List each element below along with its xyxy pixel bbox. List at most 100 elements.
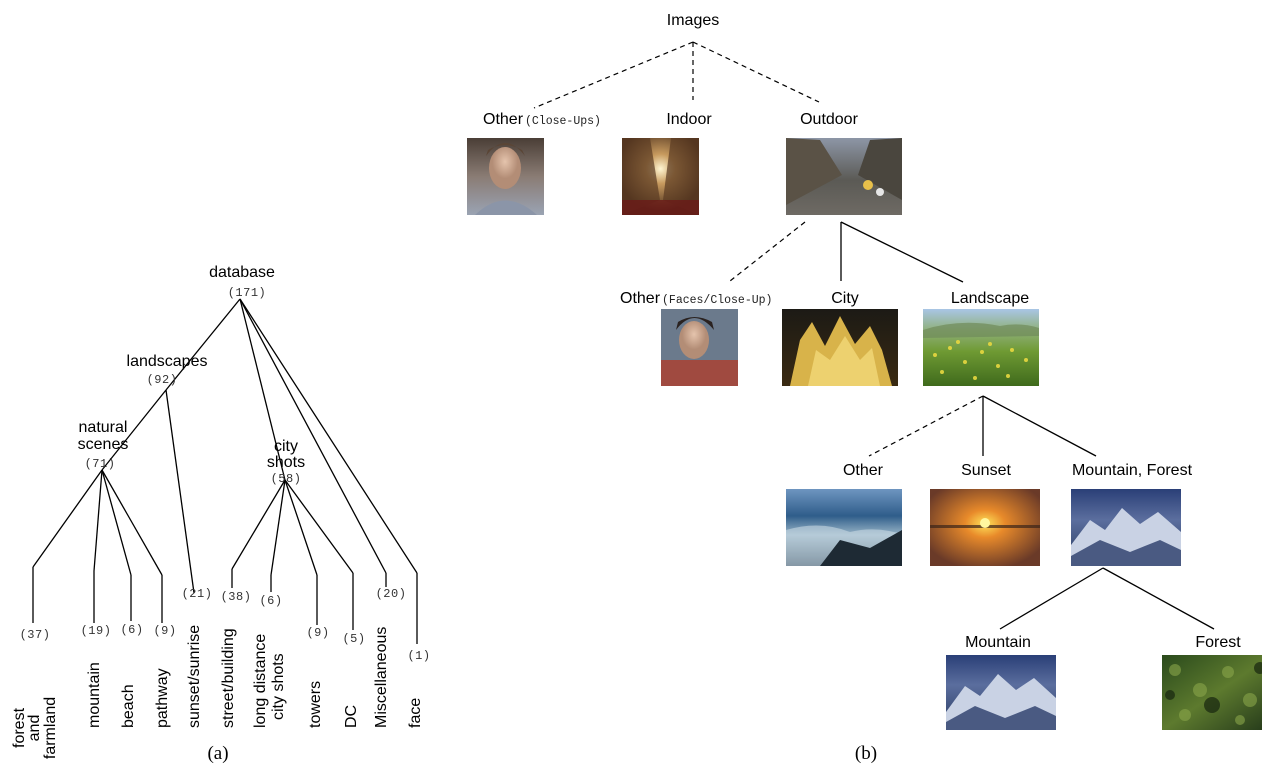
edge-database-city [239,298,286,481]
leaf-label-line: DC [343,705,360,728]
leaf-count: (5) [342,632,365,646]
node-note-text: (Close-Ups) [525,115,601,128]
node-sunset-label: Sunset [961,462,1011,479]
leaf-label-line: long distance [252,634,269,728]
panel-b-tree: Images Other(Close-Ups) Indoor Outdoor [467,12,1262,764]
portrait-photo-thumbnail [467,138,544,215]
node-city-label-2: shots [267,454,305,471]
leaf-count: (21) [182,587,213,601]
leaf-label-line: pathway [154,668,171,728]
node-label-text: Other [483,111,524,128]
edge-city-towers [284,479,318,576]
node-landscapes-label: landscapes [127,353,208,370]
leaf-count: (9) [306,626,329,640]
node-note-text: (Faces/Close-Up) [662,294,772,307]
edge-outdoor-landscape [840,221,964,283]
leaf-label-line: towers [307,681,324,728]
snowy-mountain-photo-thumbnail [1071,489,1181,566]
leaf-count: (6) [259,594,282,608]
node-images-label: Images [667,12,719,29]
sunset-photo-thumbnail [930,489,1040,566]
leaf-label-forest-2: and [26,715,43,742]
meadow-photo-thumbnail [923,309,1039,386]
node-landscapes-count: (92) [147,373,178,387]
edge-city-dc [284,479,354,574]
mountain-photo-thumbnail [946,655,1056,730]
edge-natural-mountain [93,469,103,572]
node-city-count: (58) [271,472,302,486]
leaf-count: (1) [407,649,430,663]
edge-mf-forest [1102,567,1215,630]
node-city-label: City [831,290,859,307]
edge-database-landscapes [165,298,241,391]
edge-landscape-mountainforest [982,395,1097,457]
leaf-label-street: street/building [220,628,237,728]
edge-landscapes-natural [101,389,167,471]
node-label-text: Other [620,290,661,307]
leaf-label-face: face [407,698,424,728]
seascape-photo-thumbnail [786,489,902,566]
leaf-label-line: mountain [86,662,103,728]
node-outdoor-label: Outdoor [800,111,858,128]
node-indoor-label: Indoor [666,111,712,128]
edge-city-street [231,479,286,570]
edge-natural-beach [101,469,132,576]
caption-a: (a) [207,743,228,764]
face-photo-thumbnail [661,309,738,386]
leaf-label-sunset: sunset/sunrise [186,625,203,728]
leaf-label-line: forest [11,707,28,748]
leaf-label-line: city shots [270,653,287,720]
caption-b: (b) [855,743,877,764]
leaf-count: (9) [153,624,176,638]
leaf-count: (6) [120,623,143,637]
edge-outdoor-other [729,221,806,282]
node-database-count: (171) [228,286,267,300]
leaf-label-line: sunset/sunrise [186,625,203,728]
leaf-label-misc: Miscellaneous [373,627,390,728]
node-other-closeups-label: Other(Close-Ups) [483,111,601,128]
node-database-label: database [209,264,275,281]
leaf-count: (19) [81,624,112,638]
node-other-label: Other [843,462,884,479]
node-mountain-forest-label: Mountain, Forest [1072,462,1193,479]
panel-a-edges [32,298,418,644]
edge-images-outdoor [692,41,820,103]
leaf-label-beach: beach [120,684,137,728]
node-mountain-label: Mountain [965,634,1031,651]
leaf-label-line: farmland [42,697,59,759]
leaf-count: (38) [221,590,252,604]
leaf-label-longdistance: long distance [252,634,269,728]
edge-natural-forest [32,469,103,568]
panel-a-tree: database (171) landscapes (92) natural s… [11,264,430,764]
edge-landscapes-sunset [165,389,195,594]
node-forest-label: Forest [1195,634,1241,651]
cathedral-interior-photo-thumbnail [622,138,699,215]
leaf-label-line: street/building [220,628,237,728]
leaf-label-line: Miscellaneous [373,627,390,728]
edge-city-longdistance [270,479,286,576]
street-scene-photo-thumbnail [786,138,902,215]
node-natural-label-1: natural [79,419,128,436]
leaf-label-mountain: mountain [86,662,103,728]
forest-photo-thumbnail [1162,655,1262,730]
leaf-label-dc: DC [343,705,360,728]
leaf-label-pathway: pathway [154,668,171,728]
node-landscape-label: Landscape [951,290,1029,307]
leaf-count: (37) [20,628,51,642]
leaf-label-longdistance-2: city shots [270,653,287,720]
edge-landscape-other [868,395,984,457]
leaf-label-line: and [26,715,43,742]
edge-images-other [533,41,694,109]
leaf-label-forest: forest [11,707,28,748]
leaf-label-line: face [407,698,424,728]
city-night-photo-thumbnail [782,309,898,386]
node-natural-count: (71) [85,457,116,471]
leaf-label-line: beach [120,684,137,728]
node-city-label-1: city [274,438,298,455]
leaf-label-forest-3: farmland [42,697,59,759]
node-natural-label-2: scenes [78,436,129,453]
edge-database-misc [239,298,387,574]
edge-natural-pathway [101,469,163,576]
edge-database-face [239,298,418,574]
